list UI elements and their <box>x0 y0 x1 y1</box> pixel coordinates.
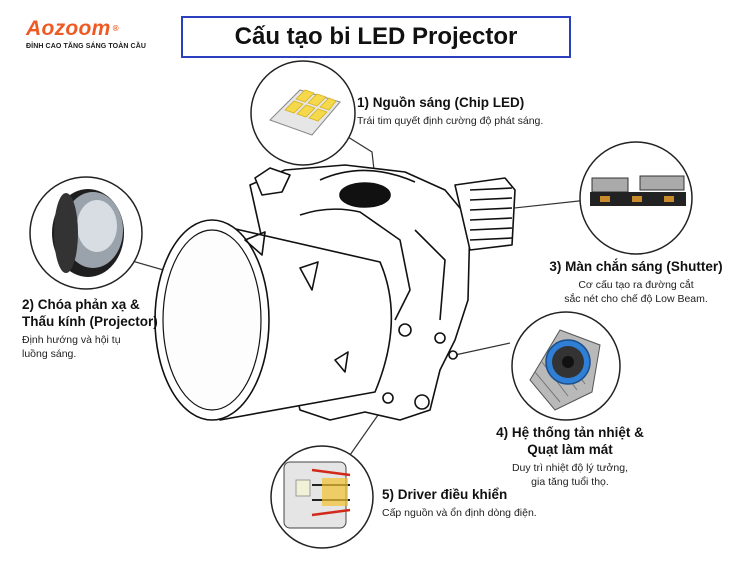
page-title: Cấu tạo bi LED Projector <box>234 23 518 50</box>
led-chip-icon <box>284 89 337 122</box>
callout-led-title: 1) Nguồn sáng (Chip LED) <box>357 95 525 110</box>
callout-lens-title-2: Thấu kính (Projector) <box>22 314 158 329</box>
brand-tagline: ĐỈNH CAO TĂNG SÁNG TOÀN CẦU <box>26 43 147 50</box>
callout-led-desc: Trái tim quyết định cường độ phát sáng. <box>357 115 544 127</box>
callout-shutter-desc: Cơ cấu tạo ra đường cắt <box>578 279 694 291</box>
callout-heatsink-title: 4) Hệ thống tản nhiệt & <box>496 425 644 440</box>
callout-lens-title: 2) Chóa phản xạ & <box>22 297 140 312</box>
callout-shutter-desc-2: sắc nét cho chế độ Low Beam. <box>564 293 708 305</box>
callout-heatsink-title-2: Quạt làm mát <box>527 442 613 457</box>
callout-lens-desc-2: luồng sáng. <box>22 348 77 360</box>
callout-lens-desc: Định hướng và hội tụ <box>22 334 121 346</box>
led-chip-inset <box>250 60 356 166</box>
projector-lens-inset <box>29 176 143 290</box>
callout-heatsink: 4) Hệ thống tản nhiệt & Quạt làm mát Duy… <box>480 424 660 489</box>
callout-shutter-title: 3) Màn chắn sáng (Shutter) <box>549 259 723 274</box>
callout-shutter: 3) Màn chắn sáng (Shutter) Cơ cấu tạo ra… <box>538 258 734 306</box>
callout-led: 1) Nguồn sáng (Chip LED) Trái tim quyết … <box>357 94 577 128</box>
heatsink-fan-inset <box>511 311 621 421</box>
brand-logo: Aozoom® ĐỈNH CAO TĂNG SÁNG TOÀN CẦU <box>26 17 186 51</box>
leader-line-heatsink <box>454 342 511 356</box>
driver-board-inset <box>270 445 374 549</box>
shutter-inset <box>579 141 693 255</box>
callout-heatsink-desc: Duy trì nhiệt độ lý tưởng, <box>511 462 629 474</box>
callout-heatsink-desc-2: gia tăng tuổi thọ. <box>531 476 609 488</box>
callout-driver: 5) Driver điều khiển Cấp nguồn và ổn địn… <box>382 486 582 520</box>
projector-body <box>154 164 516 421</box>
brand-name: Aozoom® <box>26 17 119 40</box>
callout-driver-title: 5) Driver điều khiển <box>382 487 508 502</box>
title-box: Cấu tạo bi LED Projector <box>181 16 571 58</box>
callout-driver-desc: Cấp nguồn và ổn định dòng điện. <box>382 507 537 519</box>
callout-lens: 2) Chóa phản xạ & Thấu kính (Projector) … <box>22 296 192 361</box>
